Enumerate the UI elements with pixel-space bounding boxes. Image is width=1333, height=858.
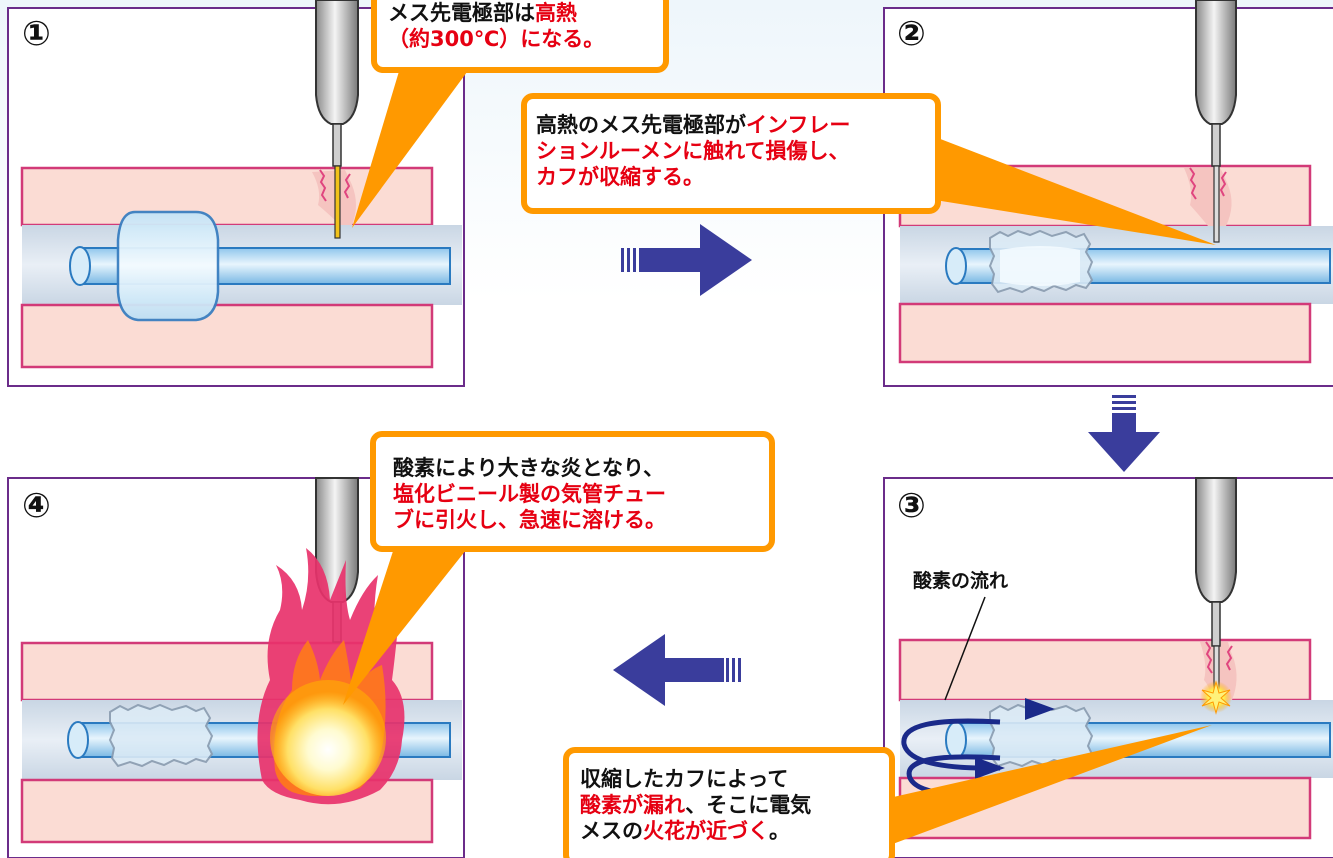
panel-number-3: ③ bbox=[897, 486, 926, 526]
inflated-cuff bbox=[116, 210, 220, 322]
arrow-right bbox=[621, 224, 752, 296]
arrow-left bbox=[613, 634, 741, 706]
oxygen-arrow-head bbox=[1025, 698, 1055, 720]
callout-4-text: 収縮したカフによって 酸素が漏れ、そこに電気 メスの火花が近づく。 bbox=[580, 767, 812, 843]
electrosurgical-probe bbox=[1195, 0, 1237, 243]
callout-1-text: メス先電極部は高熱 （約300℃）になる。 bbox=[388, 1, 605, 51]
callout-3 bbox=[343, 431, 775, 705]
spark bbox=[1200, 680, 1232, 715]
flow-label-leader bbox=[944, 596, 986, 701]
damaged-cuff bbox=[108, 703, 214, 768]
electrosurgical-probe bbox=[315, 0, 359, 239]
tissue-lower bbox=[898, 776, 1312, 840]
oxygen-flow-label: 酸素の流れ bbox=[913, 570, 1009, 592]
tissue-lower bbox=[20, 303, 434, 369]
electrosurgical-probe bbox=[1195, 477, 1237, 691]
callout-2-text: 高熱のメス先電極部がインフレー ションルーメンに触れて損傷し、 カフが収縮する。 bbox=[536, 113, 851, 189]
tissue-upper bbox=[898, 638, 1312, 702]
panel-number-1: ① bbox=[22, 14, 51, 54]
arrow-down bbox=[1088, 395, 1160, 472]
callout-3-text: 酸素により大きな炎となり、 塩化ビニール製の気管チュー ブに引火し、急速に溶ける… bbox=[393, 456, 666, 532]
oxygen-arrow-head bbox=[975, 757, 1005, 779]
panel-number-2: ② bbox=[897, 14, 926, 54]
flame bbox=[257, 548, 405, 805]
callout-2 bbox=[521, 93, 1216, 245]
tissue-lower bbox=[898, 302, 1312, 364]
panel-number-4: ④ bbox=[22, 486, 51, 526]
callout-4 bbox=[563, 725, 1212, 858]
callout-1 bbox=[352, 0, 669, 228]
